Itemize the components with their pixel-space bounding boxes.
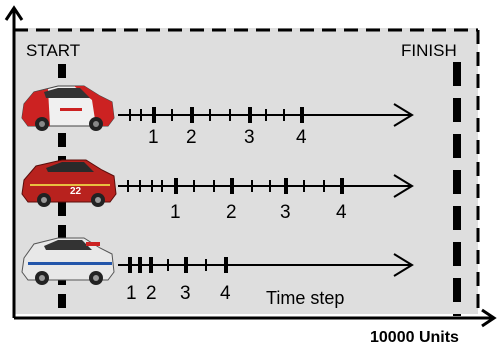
track-3 bbox=[118, 253, 414, 277]
track-1-arrowhead bbox=[393, 103, 414, 127]
track-2-step-label: 2 bbox=[226, 202, 237, 223]
track-1-step-label: 1 bbox=[148, 127, 159, 148]
track-2-step-label: 3 bbox=[280, 202, 291, 223]
track-2-step-label: 4 bbox=[336, 202, 347, 223]
x-axis-arrowhead bbox=[481, 308, 497, 328]
y-axis-arrowhead bbox=[4, 5, 24, 21]
start-label: START bbox=[26, 41, 81, 60]
track-3-step-label: 1 bbox=[126, 283, 137, 304]
finish-label: FINISH bbox=[401, 41, 457, 60]
car-1-icon bbox=[21, 85, 115, 131]
track-2 bbox=[118, 174, 414, 198]
track-3-step-label: 4 bbox=[220, 283, 231, 304]
track-2-arrowhead bbox=[393, 174, 414, 198]
track-3-arrowhead bbox=[393, 253, 414, 277]
track-1-ticks bbox=[129, 107, 304, 123]
car-3-icon bbox=[21, 237, 115, 285]
track-2-step-label: 1 bbox=[170, 202, 181, 223]
track-1-step-label: 4 bbox=[296, 127, 307, 148]
track-1-step-label: 3 bbox=[244, 127, 255, 148]
track-3-ticks bbox=[128, 257, 228, 273]
svg-text:22: 22 bbox=[70, 186, 82, 197]
track-2-ticks bbox=[127, 178, 344, 194]
track-3-step-label: 3 bbox=[180, 283, 191, 304]
distance-label: 10000 Units bbox=[370, 329, 459, 346]
track-1-step-label: 2 bbox=[186, 127, 197, 148]
track-1 bbox=[118, 103, 414, 127]
track-3-step-label: 2 bbox=[146, 283, 157, 304]
time-step-label: Time step bbox=[266, 288, 345, 308]
car-2-icon: 22 bbox=[21, 159, 117, 207]
